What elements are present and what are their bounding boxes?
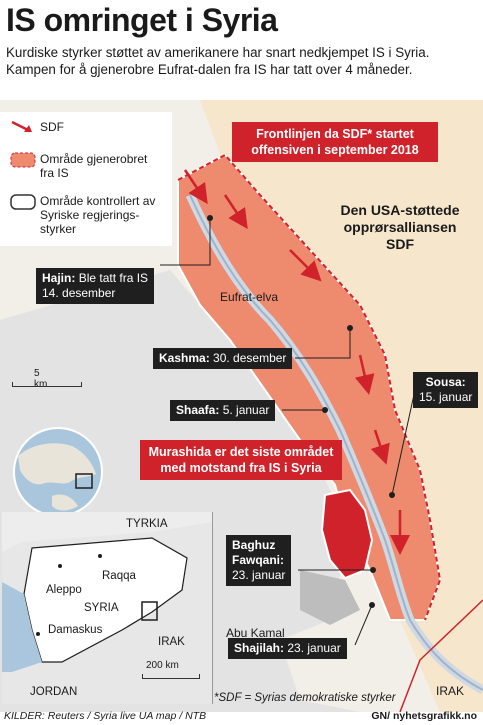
inset-scale-bar bbox=[142, 674, 200, 679]
inset-background bbox=[2, 512, 212, 704]
shaafa-date: 5. januar bbox=[222, 403, 270, 417]
recaptured-swatch-icon bbox=[10, 152, 36, 168]
abu-kamal-town bbox=[300, 570, 360, 625]
inset-irak: IRAK bbox=[158, 636, 185, 648]
shajilah-name: Shajilah: bbox=[234, 641, 285, 655]
inset-jordan: JORDAN bbox=[30, 686, 78, 698]
leader-hajin bbox=[160, 218, 211, 266]
intro-text: Kurdiske styrker støttet av amerikanere … bbox=[6, 44, 476, 78]
page-title: IS omringet i Syria bbox=[6, 2, 278, 38]
euphrates-river-line bbox=[189, 194, 483, 691]
map-scale-label: 5 km bbox=[34, 368, 48, 390]
inset-scale-label: 200 km bbox=[146, 660, 179, 671]
baghuz-name-2: Fawqani: bbox=[232, 553, 285, 567]
intro-line-2: Kampen for å gjenerobre Eufrat-dalen fra… bbox=[6, 62, 413, 77]
inset-tyrkia: TYRKIA bbox=[126, 518, 168, 530]
shajilah-date: 23. januar bbox=[287, 641, 341, 655]
border-line bbox=[399, 599, 483, 712]
label-shaafa: Shaafa: 5. januar bbox=[170, 400, 276, 421]
sousa-date: 15. januar bbox=[419, 390, 473, 404]
sdf-arrow-2 bbox=[223, 194, 248, 230]
syria-inset-map: TYRKIA Aleppo Raqqa SYRIA Damaskus IRAK … bbox=[2, 512, 213, 704]
hajin-name: Hajin: bbox=[42, 271, 76, 285]
logo: GN/ nyhetsgrafikk.no bbox=[371, 710, 477, 722]
legend-regime: Område kontrollert av Syriske regjerings… bbox=[40, 194, 156, 236]
abu-kamal-label: Abu Kamal bbox=[226, 626, 285, 640]
leader-kashma bbox=[295, 328, 351, 359]
sdf-arrow-1 bbox=[183, 169, 208, 205]
irak-label: IRAK bbox=[436, 684, 465, 698]
sdf-arrow-3 bbox=[289, 249, 322, 282]
footer: KILDER: Reuters / Syria live UA map / NT… bbox=[0, 708, 483, 725]
inset-aleppo: Aleppo bbox=[46, 584, 82, 596]
sousa-name: Sousa: bbox=[425, 375, 466, 389]
hajin-date: 14. desember bbox=[42, 286, 116, 300]
legend-recaptured: Område gjenerobret fra IS bbox=[40, 152, 148, 180]
label-kashma: Kashma: 30. desember bbox=[153, 348, 293, 369]
leader-shajilah bbox=[354, 604, 373, 646]
legend-sdf: SDF bbox=[40, 120, 64, 134]
regime-swatch-icon bbox=[10, 194, 36, 210]
label-hajin: Hajin: Ble tatt fra IS 14. desember bbox=[36, 268, 155, 304]
inset-raqqa: Raqqa bbox=[102, 570, 136, 582]
sources: KILDER: Reuters / Syria live UA map / NT… bbox=[4, 710, 207, 722]
syria-shape bbox=[23, 537, 188, 663]
hajin-text: Ble tatt fra IS bbox=[78, 271, 149, 285]
frontline bbox=[177, 153, 442, 621]
sdf-arrow-icon bbox=[11, 120, 32, 133]
shaafa-name: Shaafa: bbox=[176, 403, 220, 417]
sdf-alliance-label: Den USA-støttede opprørsalliansen SDF bbox=[340, 202, 460, 252]
kashma-name: Kashma: bbox=[159, 351, 210, 365]
inset-damaskus: Damaskus bbox=[48, 624, 103, 636]
label-sousa: Sousa: 15. januar bbox=[413, 372, 479, 408]
frontline-callout: Frontlinjen da SDF* startet offensiven i… bbox=[232, 122, 438, 162]
inset-syria: SYRIA bbox=[84, 602, 119, 614]
sdf-arrow-4 bbox=[354, 354, 375, 395]
map-scale-bar bbox=[12, 382, 82, 387]
footnote: *SDF = Syrias demokratiske styrker bbox=[214, 692, 396, 704]
river-label: Eufrat-elva bbox=[220, 290, 279, 304]
leader-sousa bbox=[391, 389, 416, 496]
globe-icon bbox=[13, 427, 103, 517]
baghuz-date: 23. januar bbox=[232, 568, 286, 582]
label-baghuz: Baghuz Fawqani: 23. januar bbox=[226, 535, 292, 586]
legend: SDF Område gjenerobret fra IS Område kon… bbox=[0, 112, 172, 246]
murashida-callout: Murashida er det siste området med motst… bbox=[140, 440, 342, 480]
sdf-arrow-5 bbox=[370, 429, 390, 465]
kashma-date: 30. desember bbox=[213, 351, 287, 365]
intro-line-1: Kurdiske styrker støttet av amerikanere … bbox=[6, 45, 430, 60]
label-shajilah: Shajilah: 23. januar bbox=[228, 638, 347, 659]
baghuz-name-1: Baghuz bbox=[232, 538, 276, 552]
